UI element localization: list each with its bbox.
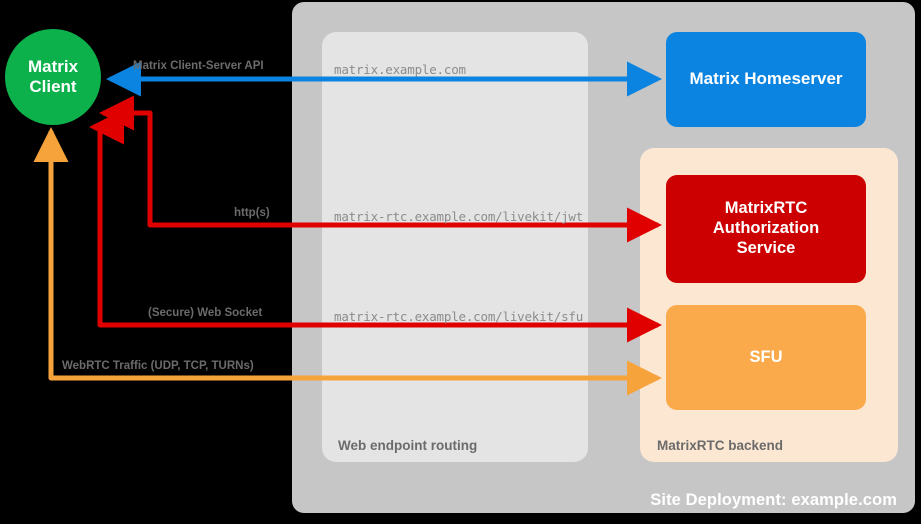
web-endpoint-routing-container: [322, 32, 588, 462]
matrix-client-label-line2: Client: [29, 77, 77, 96]
flow-label-webrtc-traffic: WebRTC Traffic (UDP, TCP, TURNs): [62, 360, 254, 372]
matrix-client-label-line1: Matrix: [27, 57, 79, 77]
auth-service-label-line2: Authorization: [712, 219, 820, 238]
node-matrix-homeserver[interactable]: Matrix Homeserver: [666, 32, 866, 127]
node-matrix-client[interactable]: Matrix Client: [5, 29, 101, 125]
flow-label-https: http(s): [234, 207, 270, 219]
endpoint-livekit-jwt: matrix-rtc.example.com/livekit/jwt: [334, 209, 584, 224]
auth-service-label-line3: Service: [736, 238, 796, 257]
sfu-label: SFU: [749, 347, 783, 366]
endpoint-matrix-example-com: matrix.example.com: [334, 62, 466, 77]
matrix-homeserver-label: Matrix Homeserver: [689, 69, 843, 89]
node-matrixrtc-authorization-service[interactable]: MatrixRTC Authorization Service: [666, 175, 866, 283]
matrixrtc-backend-label: MatrixRTC backend: [657, 438, 784, 453]
flow-label-secure-websocket: (Secure) Web Socket: [148, 307, 263, 319]
auth-service-label-line1: MatrixRTC: [724, 199, 808, 218]
flow-label-matrix-client-server-api: Matrix Client-Server API: [133, 60, 264, 72]
node-sfu[interactable]: SFU: [666, 305, 866, 410]
endpoint-livekit-sfu: matrix-rtc.example.com/livekit/sfu: [334, 309, 584, 324]
web-endpoint-routing-label: Web endpoint routing: [338, 438, 478, 453]
site-deployment-label: Site Deployment: example.com: [650, 491, 897, 509]
